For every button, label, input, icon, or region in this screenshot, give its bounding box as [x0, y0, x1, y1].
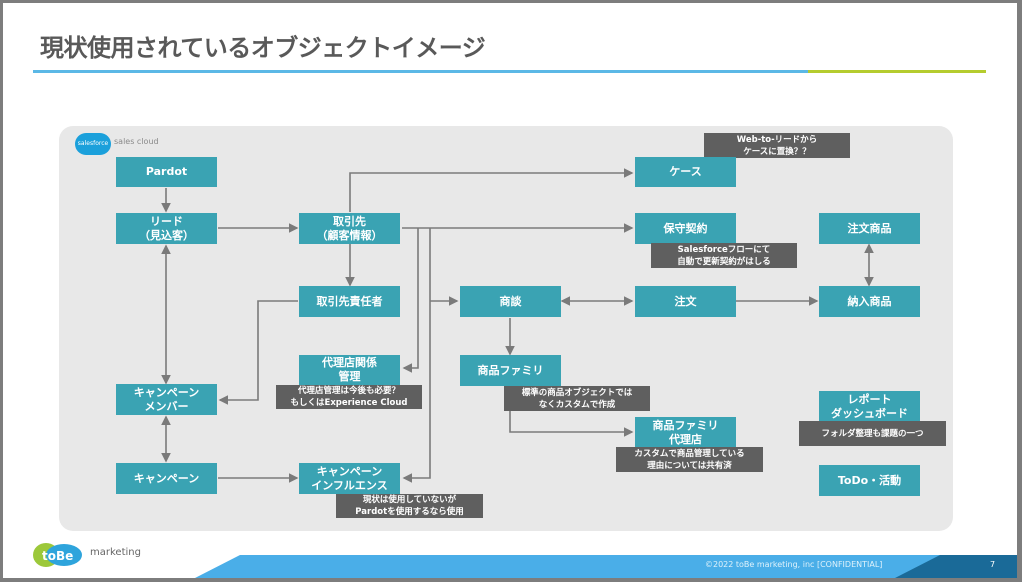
node-opportunity[interactable]: 商談 [460, 286, 561, 317]
platform-label: sales cloud [114, 137, 159, 146]
node-order[interactable]: 注文 [635, 286, 736, 317]
node-case[interactable]: ケース [635, 157, 736, 187]
edge-account-influence [402, 228, 431, 483]
node-lead[interactable]: リード （見込客） [116, 213, 217, 244]
note-product-family: 標準の商品オブジェクトでは なくカスタムで作成 [504, 386, 650, 411]
note-campaign-influence: 現状は使用していないが Pardotを使用するなら使用 [336, 494, 483, 518]
salesforce-logo-icon: salesforce [75, 133, 111, 155]
edge-account-partner [402, 228, 419, 373]
node-partner[interactable]: 代理店関係 管理 [299, 355, 400, 385]
note-report: フォルダ整理も課題の一つ [799, 421, 946, 446]
node-maintenance[interactable]: 保守契約 [635, 213, 736, 244]
svg-text:toBe: toBe [42, 549, 73, 563]
note-case: Web-to-リードから ケースに置換？？ [704, 133, 850, 158]
page-number: 7 [990, 560, 996, 569]
node-product-family-agent[interactable]: 商品ファミリ 代理店 [635, 417, 736, 448]
note-maintenance: Salesforceフローにて 自動で更新契約がはしる [651, 243, 797, 268]
footer-company: marketing [90, 547, 141, 558]
title-rule-blue [33, 70, 808, 73]
node-report[interactable]: レポート ダッシュボード [819, 391, 920, 422]
note-partner: 代理店管理は今後も必要？ もしくはExperience Cloud [276, 385, 422, 409]
edge-contact-campaignmember [218, 300, 298, 405]
node-todo[interactable]: ToDo・活動 [819, 465, 920, 496]
tobe-logo-icon: toBe [33, 543, 82, 567]
node-account[interactable]: 取引先 （顧客情報） [299, 213, 400, 244]
edge-account-case [349, 168, 634, 212]
node-contact[interactable]: 取引先責任者 [299, 286, 400, 317]
node-pardot[interactable]: Pardot [116, 157, 217, 187]
page-title: 現状使用されているオブジェクトイメージ [40, 34, 486, 62]
footer-copyright: ©2022 toBe marketing, inc [CONFIDENTIAL] [705, 560, 883, 569]
node-product-family[interactable]: 商品ファミリ [460, 355, 561, 386]
title-rule-green [808, 70, 986, 73]
node-order-product[interactable]: 注文商品 [819, 213, 920, 244]
node-asset[interactable]: 納入商品 [819, 286, 920, 317]
node-campaign-influence[interactable]: キャンペーン インフルエンス [299, 463, 400, 494]
node-campaign-member[interactable]: キャンペーン メンバー [116, 384, 217, 415]
node-campaign[interactable]: キャンペーン [116, 463, 217, 494]
note-product-family-agent: カスタムで商品管理している 理由については共有済 [616, 447, 763, 472]
